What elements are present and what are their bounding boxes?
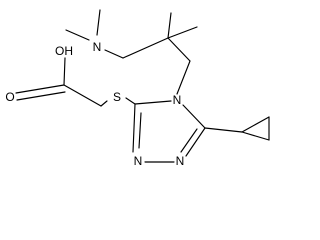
bond-c5-n1-a [185, 127, 206, 157]
bond-c3-n4 [134, 100, 172, 105]
chemical-structure: OH O S N N N N [5, 9, 270, 168]
bond-lines [15, 9, 270, 163]
ring-n4-label: N [173, 93, 182, 107]
amine-nitrogen-label: N [93, 40, 102, 54]
carbonyl-oxygen-label: O [5, 90, 14, 104]
bond-c5-cyclopropyl [204, 127, 243, 133]
bond-ch2-amine [104, 49, 124, 59]
bond-cyclopropyl-1 [241, 116, 270, 133]
bond-n4-ch2 [176, 60, 191, 95]
bond-quaternary-methyl-1 [167, 12, 172, 39]
hydroxyl-label: OH [55, 44, 73, 58]
bond-sulfur-c3 [125, 97, 136, 105]
sulfur-label: S [113, 90, 121, 104]
bond-n2-c3-a [132, 103, 136, 153]
bond-amine-methyl-2 [96, 9, 101, 36]
bond-oh-carbon [63, 57, 66, 86]
bond-n2-c3-b [138, 112, 142, 149]
bond-n4-c5 [182, 104, 206, 129]
bond-carbonyl-1 [15, 84, 65, 94]
bond-carbonyl-2 [16, 91, 66, 101]
bond-cyclopropyl-3 [241, 131, 270, 141]
atom-labels: OH O S N N N N [5, 40, 184, 168]
bond-quaternary-methyl-2 [167, 26, 198, 39]
bond-methylene-sulfur [100, 100, 108, 107]
bond-ch2-quaternary [167, 37, 191, 62]
bond-carboxyl-methylene [63, 84, 102, 107]
bond-c5-n1-b [180, 128, 198, 153]
ring-n2-label: N [134, 154, 143, 168]
bond-amine-methyl-1 [65, 29, 90, 41]
bond-quaternary-ch2 [122, 37, 169, 59]
ring-n1-label: N [176, 154, 185, 168]
